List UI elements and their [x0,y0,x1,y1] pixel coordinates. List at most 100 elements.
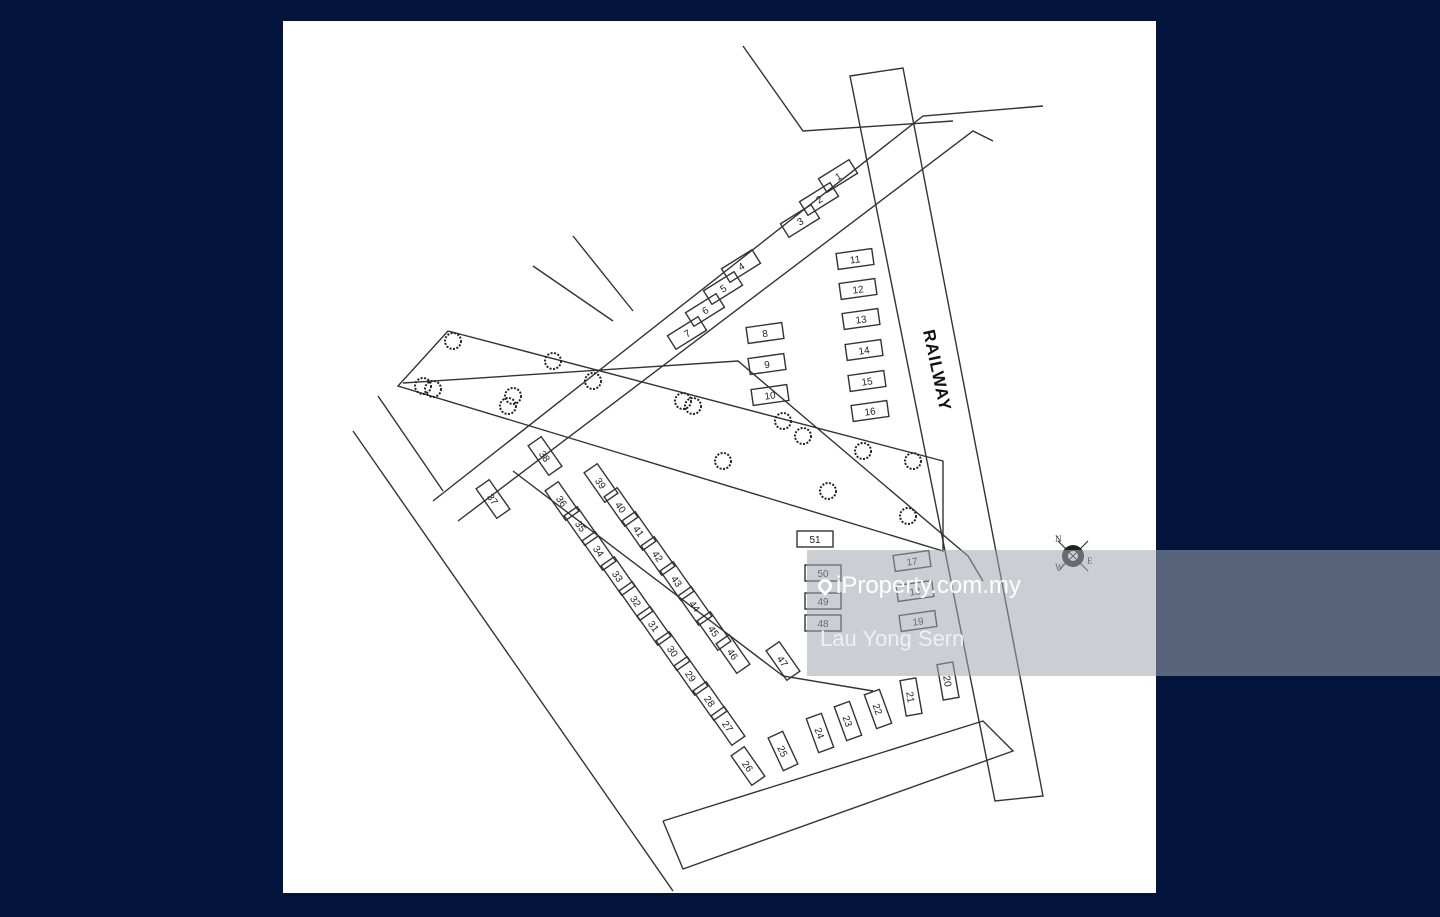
lot-number: 39 [592,476,608,492]
lot-9: 9 [747,352,787,376]
railway-corridor [849,67,1044,802]
lot-number: 36 [553,494,569,510]
lot-11: 11 [835,247,875,271]
lot-26: 26 [730,745,766,787]
tree-icon [504,387,522,405]
tree-icon [899,507,917,525]
lot-45: 45 [696,610,732,652]
lot-46: 46 [715,633,751,675]
railway-label: RAILWAY [919,328,955,413]
lot-27: 27 [710,705,746,747]
lot-number: 33 [609,569,625,585]
lot-number: 51 [809,535,821,546]
location-pin-icon [815,576,835,596]
lot-25: 25 [767,730,799,772]
lot-12: 12 [838,277,878,301]
lot-number: 8 [762,329,769,341]
lot-number: 16 [864,406,877,419]
lot-39: 39 [583,462,619,504]
lot-number: 24 [812,726,826,741]
lot-number: 13 [855,314,868,327]
lot-number: 27 [719,719,735,735]
site-plan-sheet: 1234567891011121314151617181920212223242… [283,21,1156,893]
lot-29: 29 [673,655,709,697]
tree-icon [684,397,702,415]
lot-21: 21 [899,677,923,717]
lot-number: 43 [668,574,684,590]
watermark-agent: Lau Yong Sern [820,626,965,651]
lot-number: 42 [649,549,665,565]
lot-number: 9 [764,360,771,372]
lot-47: 47 [765,640,801,682]
lot-number: 22 [870,702,884,717]
lot-30: 30 [655,630,691,672]
plan-outline [352,45,1044,892]
lot-number: 46 [724,647,740,663]
lot-number: 32 [627,594,643,610]
tree-symbols [414,332,922,525]
lot-15: 15 [847,369,887,393]
lot-number: 6 [701,305,712,318]
lot-1: 1 [817,158,859,194]
lot-number: 14 [858,345,871,358]
tree-icon [714,452,732,470]
lot-40: 40 [603,486,639,528]
lot-number: 23 [840,714,854,729]
park-strip [396,330,944,552]
lots-layer: 1234567891011121314151617181920212223242… [475,158,960,787]
lot-44: 44 [677,585,713,627]
site-plan-drawing: 1234567891011121314151617181920212223242… [352,45,1093,892]
lot-number: 35 [572,519,588,535]
lot-6: 6 [684,292,726,328]
lot-14: 14 [844,338,884,362]
lot-7: 7 [666,315,708,351]
lot-number: 11 [849,254,861,266]
lot-number: 47 [774,654,790,670]
lot-number: 26 [739,759,755,775]
lot-43: 43 [659,560,695,602]
lot-8: 8 [745,321,785,345]
lot-number: 28 [701,694,717,710]
lot-24: 24 [805,712,835,754]
lot-22: 22 [863,688,893,730]
lot-number: 34 [590,544,606,560]
lot-number: 25 [774,744,789,759]
watermark-brand-text: iProperty.com.my [836,572,1021,599]
lot-41: 41 [621,510,657,552]
lot-2: 2 [798,181,840,217]
lot-33: 33 [600,555,636,597]
lot-31: 31 [636,605,672,647]
tree-icon [819,482,837,500]
tree-icon [674,392,692,410]
tree-icon [774,412,792,430]
compass-north: N [1055,534,1062,544]
lot-number: 20 [940,675,953,688]
lot-4: 4 [720,248,762,284]
lot-23: 23 [833,700,863,742]
tree-icon [444,332,462,350]
tree-icon [414,377,432,395]
lot-number: 15 [861,376,874,389]
lot-number: 1 [834,171,845,184]
tree-icon [854,442,872,460]
lot-28: 28 [692,680,728,722]
lot-32: 32 [618,580,654,622]
watermark-band [807,550,1440,676]
tree-icon [584,372,602,390]
tree-icon [794,427,812,445]
lot-16: 16 [850,399,890,423]
lot-number: 29 [682,669,698,685]
lot-51: 51 [796,530,834,548]
lot-5: 5 [702,270,744,306]
lot-number: 30 [664,644,680,660]
lot-number: 3 [796,216,807,229]
lot-number: 10 [764,390,777,403]
lot-34: 34 [581,530,617,572]
lot-3: 3 [779,203,821,239]
tree-icon [904,452,922,470]
tree-icon [544,352,562,370]
lot-35: 35 [563,505,599,547]
lot-38: 38 [527,435,563,477]
lot-10: 10 [750,383,790,407]
